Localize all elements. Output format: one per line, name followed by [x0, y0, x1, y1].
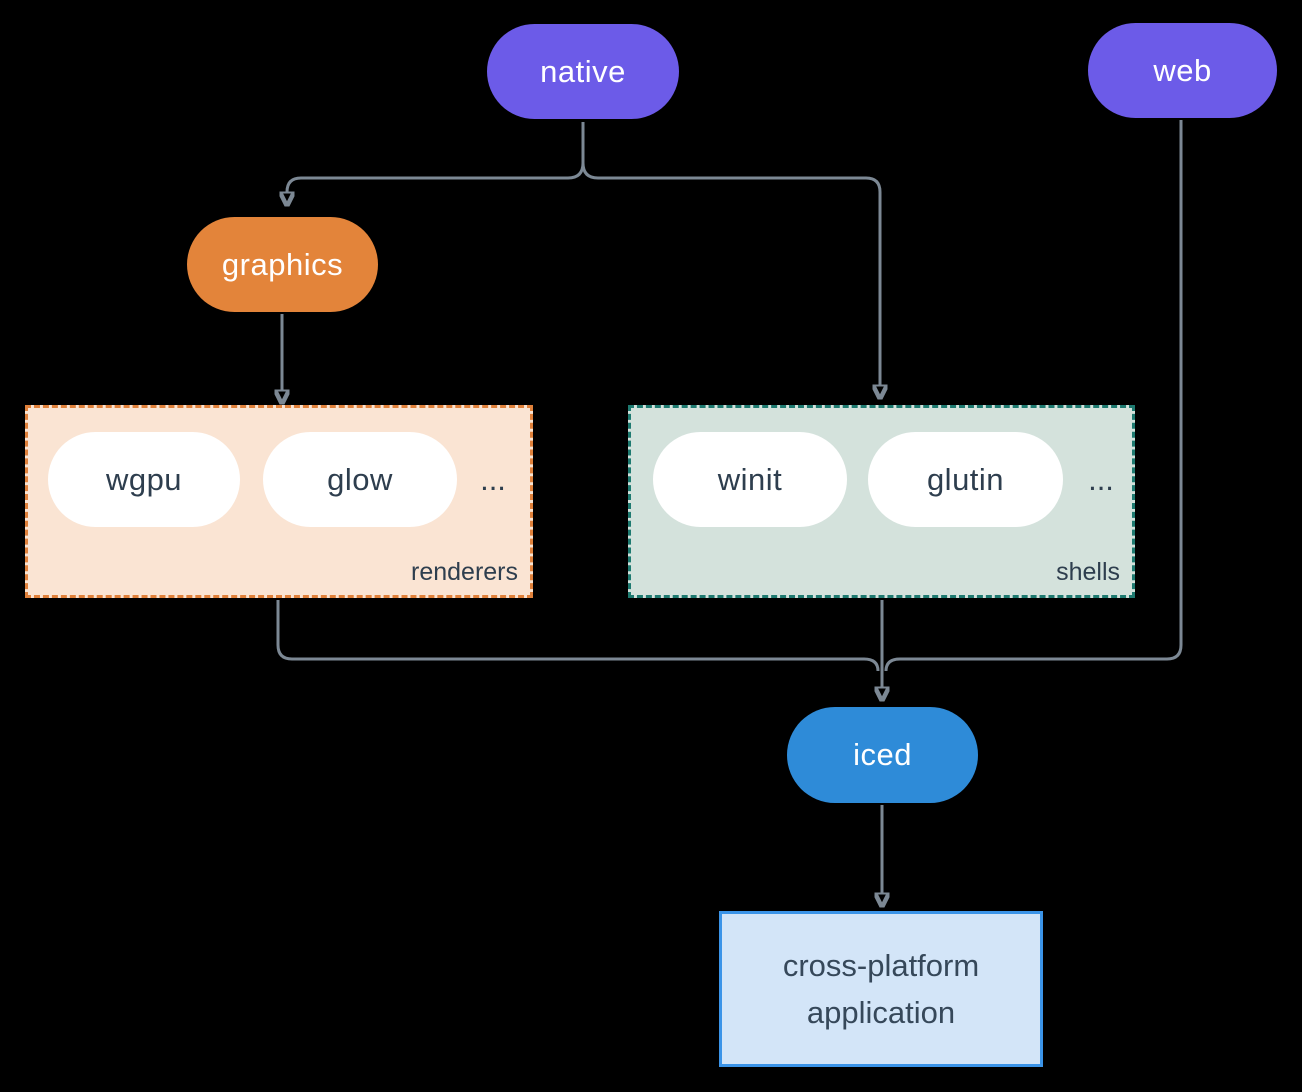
group-shells: winit glutin ... shells	[628, 405, 1135, 598]
node-native: native	[487, 24, 679, 119]
node-glow-label: glow	[327, 461, 393, 497]
edge-renderers-to-merge	[276, 600, 880, 672]
node-web-label: web	[1153, 52, 1212, 88]
node-web: web	[1088, 23, 1277, 118]
node-glutin: glutin	[868, 432, 1063, 527]
node-cross-platform-application: cross-platform application	[719, 911, 1043, 1067]
node-iced-label: iced	[853, 737, 912, 772]
renderers-ellipsis: ...	[480, 461, 506, 497]
node-winit-label: winit	[717, 461, 783, 497]
edge-native-to-graphics	[287, 122, 585, 192]
node-iced: iced	[787, 707, 978, 803]
shells-group-label: shells	[1056, 558, 1120, 586]
node-graphics-label: graphics	[221, 246, 344, 282]
node-cross-platform-application-label: cross-platform application	[782, 948, 980, 1030]
edge-web-to-merge	[884, 120, 1183, 672]
node-native-label: native	[540, 53, 626, 89]
node-glow: glow	[263, 432, 457, 527]
group-renderers: wgpu glow ... renderers	[25, 405, 533, 598]
renderers-group-label: renderers	[411, 558, 518, 586]
node-wgpu: wgpu	[48, 432, 240, 527]
shells-ellipsis: ...	[1088, 461, 1114, 497]
node-winit: winit	[653, 432, 847, 527]
node-wgpu-label: wgpu	[105, 461, 183, 497]
node-graphics: graphics	[187, 217, 378, 312]
node-glutin-label: glutin	[926, 461, 1005, 497]
edge-native-to-shells	[581, 162, 880, 385]
